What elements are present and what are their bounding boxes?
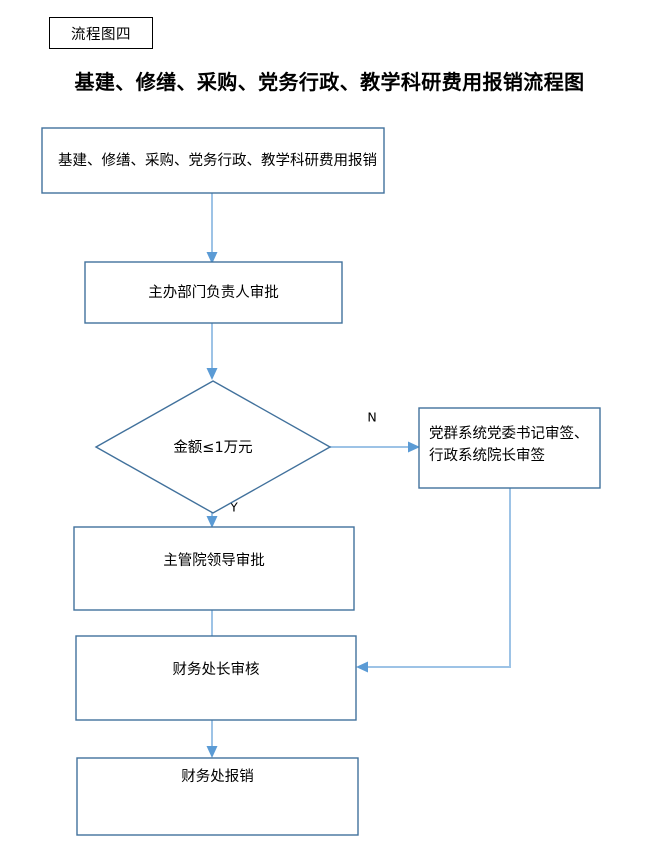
chart-tag-label: 流程图四 <box>71 26 131 43</box>
chart-tag-box: 流程图四 <box>49 17 153 49</box>
node-vice-president-line-1: 主管院领导审批 <box>163 552 265 569</box>
edge-party-sign-to-finance-director <box>356 488 511 673</box>
node-party-sign[interactable]: 党群系统党委书记审签、 行政系统院长审签 <box>418 407 601 489</box>
node-finance-director[interactable]: 财务处长审核 <box>75 635 357 721</box>
node-party-sign-line-2: 行政系统院长审签 <box>429 447 545 464</box>
node-finance-reimburse[interactable]: 财务处报销 <box>76 757 359 836</box>
node-start[interactable]: 基建、修缮、采购、党务行政、教学科研费用报销 <box>41 127 385 194</box>
node-finance-director-line-1: 财务处长审核 <box>173 661 260 678</box>
node-vice-president[interactable]: 主管院领导审批 <box>73 526 355 611</box>
node-finance-reimburse-line-1: 财务处报销 <box>181 768 254 785</box>
edge-label-no: N <box>367 410 376 425</box>
edge-finance-director-to-finance-reimburse <box>206 720 218 758</box>
node-dept-head[interactable]: 主办部门负责人审批 <box>84 261 343 324</box>
edge-start-to-dept-head <box>206 193 218 264</box>
node-party-sign-line-1: 党群系统党委书记审签、 <box>429 425 589 442</box>
node-dept-head-line-1: 主办部门负责人审批 <box>148 284 279 301</box>
node-amount-check-line-1: 金额≤1万元 <box>173 439 252 456</box>
page-title: 基建、修缮、采购、党务行政、教学科研费用报销流程图 <box>74 70 585 94</box>
edge-amount-check-to-party-sign <box>330 441 420 453</box>
edge-label-yes: Y <box>229 500 238 515</box>
edge-dept-head-to-amount-check <box>206 323 218 380</box>
node-amount-check[interactable]: 金额≤1万元 <box>94 380 332 514</box>
node-start-line-1: 基建、修缮、采购、党务行政、教学科研费用报销 <box>58 152 377 169</box>
